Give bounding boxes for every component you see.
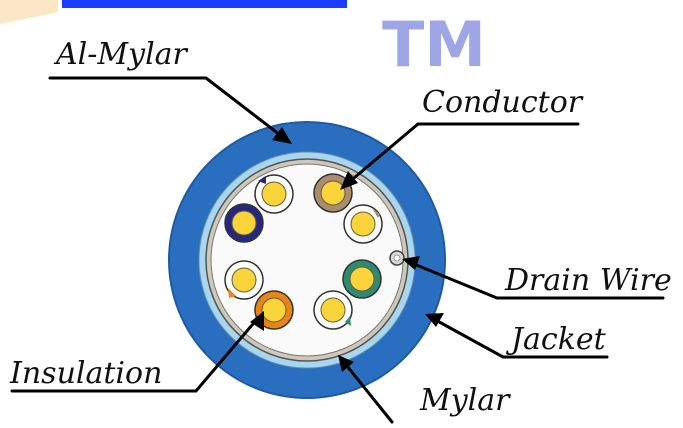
- conductor-orange: [261, 297, 287, 323]
- label-jacket: Jacket: [505, 322, 607, 357]
- label-conductor: Conductor: [422, 85, 584, 120]
- stripe-brown: [372, 208, 380, 218]
- label-drain-wire: Drain Wire: [504, 263, 672, 298]
- tm-watermark: TM: [382, 8, 486, 81]
- drain-wire-leader-line: [407, 260, 665, 300]
- conductor-white-brown: [350, 211, 376, 237]
- al-mylar-arrowhead: [272, 127, 292, 144]
- conductor-leader-line: [346, 122, 580, 185]
- conductor-white-orange: [231, 267, 257, 293]
- top-left-accent-shape: [0, 0, 58, 24]
- conductor-arrowhead: [340, 171, 358, 190]
- conductor-brown: [320, 180, 346, 206]
- stripe-orange: [228, 288, 236, 298]
- mylar-leader-line: [341, 359, 394, 424]
- conductor-white-blue: [261, 181, 287, 207]
- insulation-arrowhead: [250, 311, 264, 331]
- insulation-leader-line: [10, 316, 260, 393]
- conductor-white-green: [320, 297, 346, 323]
- top-banner-bar: [62, 0, 347, 8]
- jacket-leader-line: [430, 316, 609, 359]
- label-al-mylar: Al-Mylar: [53, 37, 189, 72]
- core-interior: [210, 163, 404, 357]
- stripe-green: [345, 316, 351, 326]
- pair-brown: [313, 173, 383, 244]
- mylar-arrowhead: [338, 355, 354, 372]
- drain-wire-core: [393, 254, 401, 262]
- pair-blue: [224, 174, 294, 243]
- al-mylar-leader-line: [48, 76, 286, 140]
- label-mylar: Mylar: [419, 383, 511, 418]
- stripe-blue: [258, 176, 266, 184]
- jacket-arrowhead: [425, 313, 444, 327]
- drain-wire-arrowhead: [402, 256, 420, 270]
- conductor-blue: [231, 210, 257, 236]
- pair-orange: [224, 260, 294, 330]
- label-insulation: Insulation: [9, 356, 162, 391]
- pair-green: [313, 259, 382, 330]
- conductor-green: [349, 266, 375, 292]
